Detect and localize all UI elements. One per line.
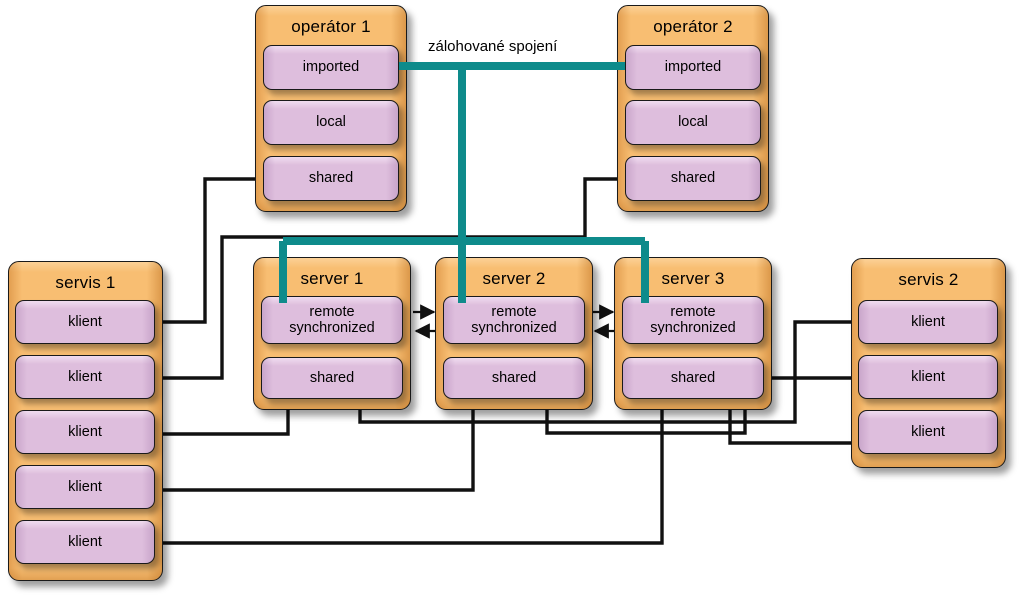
cell-label-op2-imported: imported xyxy=(664,59,722,76)
wire-s3shared-to-klient5 xyxy=(163,399,664,545)
cell-label-sv1-k1: klient xyxy=(68,313,102,330)
group-title-server2: server 2 xyxy=(482,269,546,288)
cell-label-sv2-k2: klient xyxy=(911,368,945,385)
cell-label-sv1-k5: klient xyxy=(68,533,102,550)
cell-s1-shared[interactable]: shared xyxy=(261,357,403,399)
cell-sv1-k3[interactable]: klient xyxy=(15,410,155,454)
cell-op2-local[interactable]: local xyxy=(625,100,761,145)
wire-op1shared-to-klient1 xyxy=(163,177,263,324)
cell-label-sv1-k2: klient xyxy=(68,368,102,385)
cell-s3-shared[interactable]: shared xyxy=(622,357,764,399)
cell-op2-shared[interactable]: shared xyxy=(625,156,761,201)
cell-label-s1-shared: shared xyxy=(309,369,355,386)
cell-sv2-k1[interactable]: klient xyxy=(858,300,998,344)
cell-sv1-k1[interactable]: klient xyxy=(15,300,155,344)
cell-label-sv2-k3: klient xyxy=(911,423,945,440)
cell-sv1-k5[interactable]: klient xyxy=(15,520,155,564)
cell-label-op1-imported: imported xyxy=(302,59,360,76)
cell-sv1-k4[interactable]: klient xyxy=(15,465,155,509)
group-title-server3: server 3 xyxy=(661,269,725,288)
backup-link-label: zálohované spojení xyxy=(428,38,558,55)
wire-s1shared-to-sv2klient1 xyxy=(358,320,858,424)
cell-label-op1-local: local xyxy=(316,114,346,131)
cell-op1-local[interactable]: local xyxy=(263,100,399,145)
cell-sv2-k3[interactable]: klient xyxy=(858,410,998,454)
group-title-servis2: servis 2 xyxy=(898,270,959,289)
cell-label-op2-local: local xyxy=(678,114,708,131)
cell-label-op2-shared: shared xyxy=(670,170,716,187)
group-title-operator1: operátor 1 xyxy=(291,17,371,36)
wire-s2shared-to-klient4 xyxy=(163,399,475,492)
wire-s3shared-to-sv2klient3 xyxy=(728,399,858,445)
cell-sv1-k2[interactable]: klient xyxy=(15,355,155,399)
wire-s2shared-to-sv2klient2 xyxy=(545,376,858,435)
cell-op1-shared[interactable]: shared xyxy=(263,156,399,201)
group-title-operator2: operátor 2 xyxy=(653,17,733,36)
cell-label-s2-shared: shared xyxy=(491,369,537,386)
group-title-servis1: servis 1 xyxy=(55,273,116,292)
cell-op2-imported[interactable]: imported xyxy=(625,45,761,90)
group-title-server1: server 1 xyxy=(300,269,364,288)
cell-label-sv1-k4: klient xyxy=(68,478,102,495)
cell-label-sv1-k3: klient xyxy=(68,423,102,440)
cell-op1-imported[interactable]: imported xyxy=(263,45,399,90)
cell-s2-shared[interactable]: shared xyxy=(443,357,585,399)
cell-label-s3-shared: shared xyxy=(670,369,716,386)
cell-label-sv2-k1: klient xyxy=(911,313,945,330)
cell-sv2-k2[interactable]: klient xyxy=(858,355,998,399)
cell-label-op1-shared: shared xyxy=(308,170,354,187)
wire-s1shared-to-klient3 xyxy=(163,399,290,436)
